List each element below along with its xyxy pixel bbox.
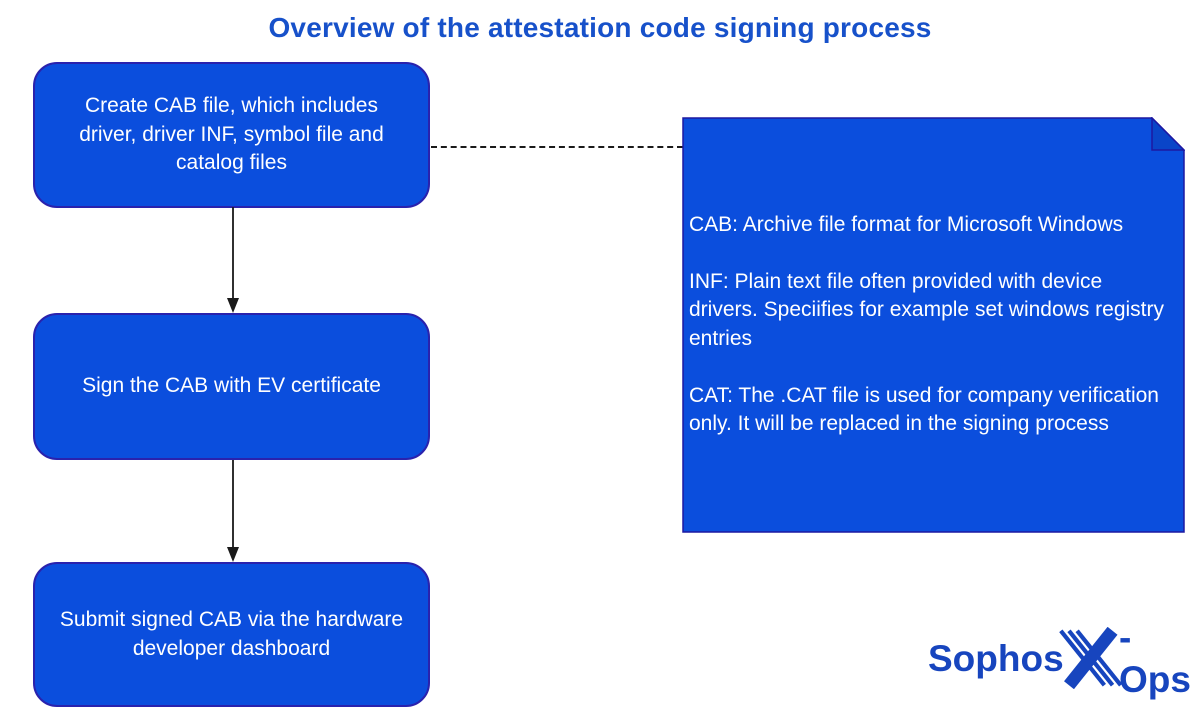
note-paragraph-cat: CAT: The .CAT file is used for company v… [689,383,1159,436]
arrow-down-icon [227,207,239,313]
note-paragraph-cab: CAB: Archive file format for Microsoft W… [689,213,1124,237]
dashed-connector-line [431,146,683,148]
annotation-note: CAB: Archive file format for Microsoft W… [682,117,1185,533]
note-shape [682,117,1185,533]
flow-step-submit-cab: Submit signed CAB via the hardware devel… [33,562,430,707]
logo-prefix: Sophos [928,638,1064,679]
flow-step-label: Create CAB file, which includes driver, … [79,94,384,175]
note-text-block: CAB: Archive file format for Microsoft W… [682,117,1185,533]
folded-corner-icon [1151,117,1185,151]
note-paragraph-inf: INF: Plain text file often provided with… [689,269,1165,350]
page-title: Overview of the attestation code signing… [268,12,932,43]
flow-step-sign-cab: Sign the CAB with EV certificate [33,313,430,460]
flow-step-label: Submit signed CAB via the hardware devel… [59,607,404,660]
flow-step-create-cab: Create CAB file, which includes driver, … [33,62,430,208]
x-ops-x-icon [1058,627,1123,689]
arrow-down-icon [227,460,239,562]
logo-suffix: -Ops [1119,617,1191,700]
flow-step-label: Sign the CAB with EV certificate [82,374,381,398]
sophos-x-ops-logo: Sophos -Ops [928,617,1200,700]
